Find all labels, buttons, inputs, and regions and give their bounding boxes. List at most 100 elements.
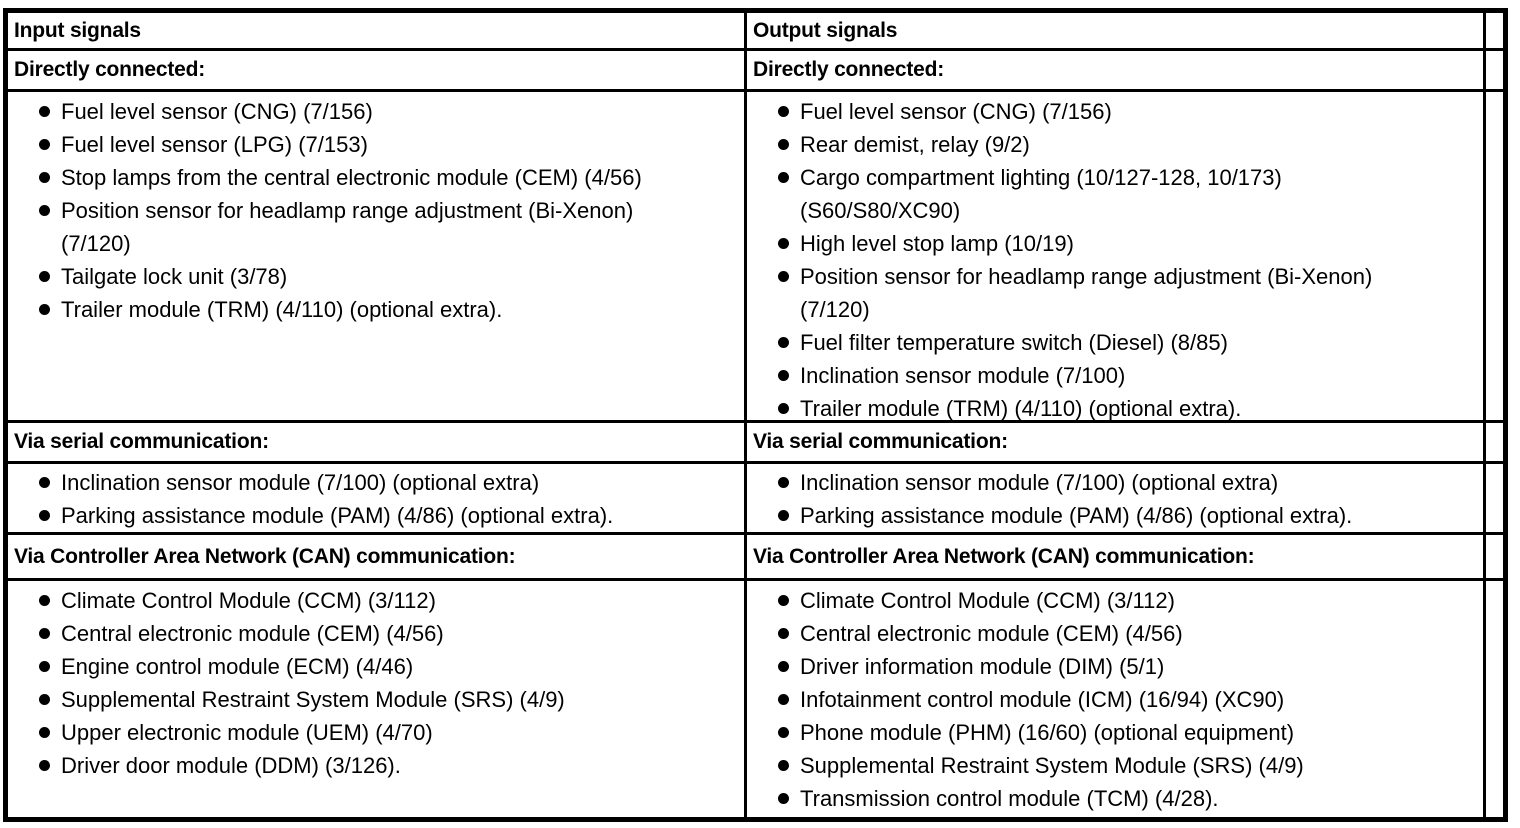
input-serial-list: Inclination sensor module (7/100) (optio…	[8, 464, 747, 535]
list-item: Climate Control Module (CCM) (3/112)	[747, 584, 1479, 617]
bullet-icon	[39, 172, 50, 183]
spacer-column-cell	[1486, 581, 1503, 817]
list-item-text: Trailer module (TRM) (4/110) (optional e…	[800, 396, 1242, 421]
list-item-text: Position sensor for headlamp range adjus…	[61, 198, 634, 256]
list-item-text: Tailgate lock unit (3/78)	[61, 264, 288, 289]
list-item-text: Supplemental Restraint System Module (SR…	[800, 753, 1304, 778]
bullet-icon	[778, 694, 789, 705]
output-signals-title: Output signals	[747, 13, 1486, 51]
input-can-heading: Via Controller Area Network (CAN) commun…	[8, 535, 747, 581]
input-signals-title: Input signals	[8, 13, 747, 51]
list-item: Fuel filter temperature switch (Diesel) …	[747, 326, 1479, 359]
list-item-text: Fuel level sensor (CNG) (7/156)	[800, 99, 1112, 124]
input-directly-connected-heading: Directly connected:	[8, 51, 747, 92]
bullet-icon	[778, 271, 789, 282]
list-item: Climate Control Module (CCM) (3/112)	[8, 584, 740, 617]
list-item: Central electronic module (CEM) (4/56)	[747, 617, 1479, 650]
bullet-icon	[778, 727, 789, 738]
bullet-icon	[39, 628, 50, 639]
bullet-icon	[778, 370, 789, 381]
bullet-icon	[39, 271, 50, 282]
bullet-icon	[778, 106, 789, 117]
list-item: Stop lamps from the central electronic m…	[8, 161, 740, 194]
list-item-text: Cargo compartment lighting (10/127-128, …	[800, 165, 1282, 223]
bullet-icon	[778, 477, 789, 488]
bullet-icon	[778, 793, 789, 804]
list-item-text: Inclination sensor module (7/100)	[800, 363, 1126, 388]
spacer-column-cell	[1486, 423, 1503, 464]
bullet-icon	[778, 595, 789, 606]
list-item: Position sensor for headlamp range adjus…	[747, 260, 1479, 326]
list-item: Trailer module (TRM) (4/110) (optional e…	[8, 293, 740, 326]
output-directly-connected-heading: Directly connected:	[747, 51, 1486, 92]
output-can-list: Climate Control Module (CCM) (3/112) Cent…	[747, 581, 1486, 817]
list-item-text: Transmission control module (TCM) (4/28)…	[800, 786, 1219, 811]
list-item-text: Phone module (PHM) (16/60) (optional equ…	[800, 720, 1295, 745]
bullet-icon	[39, 205, 50, 216]
list-item: Cargo compartment lighting (10/127-128, …	[747, 161, 1479, 227]
bullet-icon	[39, 727, 50, 738]
bullet-icon	[778, 760, 789, 771]
output-can-heading: Via Controller Area Network (CAN) commun…	[747, 535, 1486, 581]
list-item-text: Parking assistance module (PAM) (4/86) (…	[800, 503, 1353, 528]
list-item-text: Stop lamps from the central electronic m…	[61, 165, 642, 190]
list-item-text: Engine control module (ECM) (4/46)	[61, 654, 414, 679]
bullet-icon	[778, 172, 789, 183]
list-item-text: Upper electronic module (UEM) (4/70)	[61, 720, 433, 745]
list-item: Fuel level sensor (CNG) (7/156)	[8, 95, 740, 128]
bullet-icon	[39, 477, 50, 488]
list-item-text: Rear demist, relay (9/2)	[800, 132, 1030, 157]
list-item: Supplemental Restraint System Module (SR…	[747, 749, 1479, 782]
bullet-icon	[778, 661, 789, 672]
list-item-text: Parking assistance module (PAM) (4/86) (…	[61, 503, 614, 528]
list-item-text: Central electronic module (CEM) (4/56)	[61, 621, 444, 646]
bullet-icon	[39, 106, 50, 117]
list-item-text: Inclination sensor module (7/100) (optio…	[800, 470, 1279, 495]
list-item: Inclination sensor module (7/100)	[747, 359, 1479, 392]
input-can-list: Climate Control Module (CCM) (3/112) Cent…	[8, 581, 747, 817]
input-directly-connected-list: Fuel level sensor (CNG) (7/156) Fuel leve…	[8, 92, 747, 423]
bullet-icon	[39, 510, 50, 521]
bullet-icon	[39, 760, 50, 771]
spacer-column-cell	[1486, 535, 1503, 581]
list-item-text: Infotainment control module (ICM) (16/94…	[800, 687, 1285, 712]
input-serial-heading: Via serial communication:	[8, 423, 747, 464]
list-item-text: Driver door module (DDM) (3/126).	[61, 753, 401, 778]
bullet-icon	[39, 139, 50, 150]
list-item-text: Trailer module (TRM) (4/110) (optional e…	[61, 297, 503, 322]
bullet-icon	[778, 510, 789, 521]
list-item: Engine control module (ECM) (4/46)	[8, 650, 740, 683]
list-item: Central electronic module (CEM) (4/56)	[8, 617, 740, 650]
list-item: Fuel level sensor (CNG) (7/156)	[747, 95, 1479, 128]
list-item: Upper electronic module (UEM) (4/70)	[8, 716, 740, 749]
list-item: Driver door module (DDM) (3/126).	[8, 749, 740, 782]
list-item: Parking assistance module (PAM) (4/86) (…	[747, 499, 1479, 532]
list-item-text: High level stop lamp (10/19)	[800, 231, 1074, 256]
list-item: Fuel level sensor (LPG) (7/153)	[8, 128, 740, 161]
spacer-column-cell	[1486, 51, 1503, 92]
list-item: Driver information module (DIM) (5/1)	[747, 650, 1479, 683]
spacer-column-cell	[1486, 92, 1503, 423]
list-item-text: Fuel level sensor (LPG) (7/153)	[61, 132, 368, 157]
list-item-text: Supplemental Restraint System Module (SR…	[61, 687, 565, 712]
list-item: Tailgate lock unit (3/78)	[8, 260, 740, 293]
spacer-column-cell	[1486, 13, 1503, 51]
list-item: Inclination sensor module (7/100) (optio…	[8, 466, 740, 499]
list-item-text: Inclination sensor module (7/100) (optio…	[61, 470, 540, 495]
bullet-icon	[778, 403, 789, 414]
bullet-icon	[39, 661, 50, 672]
list-item: Supplemental Restraint System Module (SR…	[8, 683, 740, 716]
spacer-column-cell	[1486, 464, 1503, 535]
bullet-icon	[778, 139, 789, 150]
output-directly-connected-list: Fuel level sensor (CNG) (7/156) Rear demi…	[747, 92, 1486, 423]
list-item: High level stop lamp (10/19)	[747, 227, 1479, 260]
list-item-text: Fuel level sensor (CNG) (7/156)	[61, 99, 373, 124]
bullet-icon	[778, 238, 789, 249]
list-item: Trailer module (TRM) (4/110) (optional e…	[747, 392, 1479, 421]
list-item-text: Climate Control Module (CCM) (3/112)	[61, 588, 436, 613]
list-item: Infotainment control module (ICM) (16/94…	[747, 683, 1479, 716]
list-item-text: Central electronic module (CEM) (4/56)	[800, 621, 1183, 646]
bullet-icon	[778, 337, 789, 348]
list-item: Phone module (PHM) (16/60) (optional equ…	[747, 716, 1479, 749]
signals-table: Input signals Output signals Directly co…	[3, 8, 1508, 822]
